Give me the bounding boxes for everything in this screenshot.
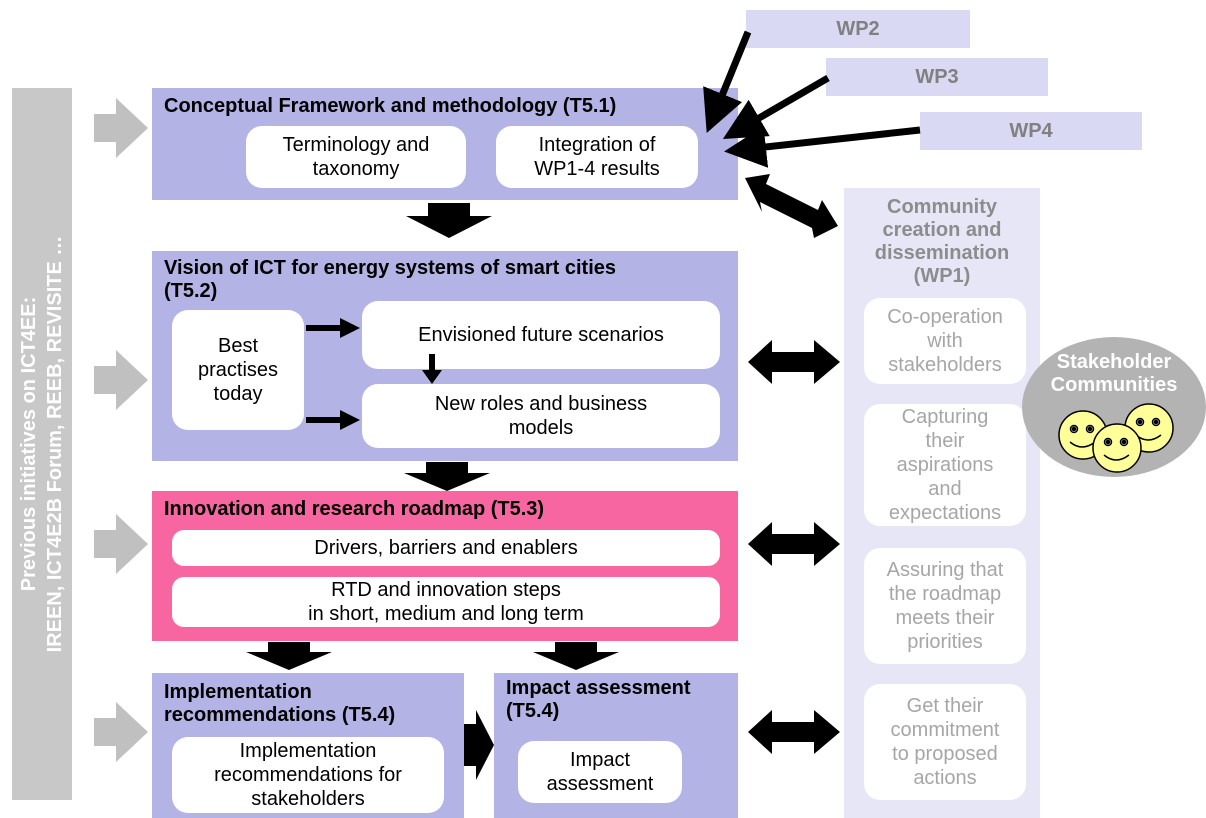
down-arrow: [246, 642, 332, 670]
t54-implementation-panel: Implementation recommendations (T5.4) Im…: [152, 673, 464, 818]
t51-title: Conceptual Framework and methodology (T5…: [164, 95, 617, 117]
scenarios-box: Envisioned future scenarios: [362, 301, 720, 369]
input-arrow-grey: [94, 350, 148, 410]
wp1-panel: Community creation and dissemination (WP…: [844, 188, 1040, 818]
previous-initiatives-bar: Previous initiatives on ICT4EE: IREEN, I…: [12, 88, 72, 800]
wp4-label: WP4: [920, 112, 1142, 150]
right-arrow: [306, 318, 360, 338]
impact-assessment-box: Impact assessment: [518, 741, 682, 803]
t54-impact-title: Impact assessment (T5.4): [506, 677, 691, 722]
down-arrow: [533, 642, 619, 670]
t52-panel: Vision of ICT for energy systems of smar…: [152, 251, 738, 461]
wp2-arrow: [703, 30, 752, 133]
wp1-item-assuring: Assuring that the roadmap meets their pr…: [864, 548, 1026, 664]
t53-panel: Innovation and research roadmap (T5.3) D…: [152, 491, 738, 641]
rtd-box: RTD and innovation steps in short, mediu…: [172, 577, 720, 627]
t54-implementation-title: Implementation recommendations (T5.4): [164, 681, 396, 726]
drivers-box: Drivers, barriers and enablers: [172, 530, 720, 566]
t54-impact-panel: Impact assessment (T5.4) Impact assessme…: [494, 673, 738, 818]
input-arrow-grey: [94, 702, 148, 762]
down-small-arrow: [422, 354, 442, 384]
wp1-title: Community creation and dissemination (WP…: [874, 196, 1010, 287]
down-arrow: [404, 462, 490, 491]
wp3-label: WP3: [826, 58, 1048, 96]
input-arrow-grey: [94, 514, 148, 574]
right-arrow: [306, 410, 360, 430]
smiley-icon: [1092, 423, 1142, 473]
new-roles-box: New roles and business models: [362, 384, 720, 448]
terminology-box: Terminology and taxonomy: [246, 126, 466, 188]
implementation-recommendations-box: Implementation recommendations for stake…: [172, 737, 444, 813]
stakeholder-communities-label: Stakeholder Communities: [1050, 351, 1178, 396]
right-arrow: [464, 710, 494, 780]
t52-title: Vision of ICT for energy systems of smar…: [164, 257, 616, 302]
best-practises-box: Best practises today: [172, 310, 304, 430]
double-arrow: [748, 522, 840, 566]
t53-title: Innovation and research roadmap (T5.3): [164, 498, 545, 520]
integration-box: Integration of WP1-4 results: [496, 126, 698, 188]
t51-panel: Conceptual Framework and methodology (T5…: [152, 88, 738, 200]
double-arrow: [748, 340, 840, 384]
wp3-arrow: [722, 74, 830, 140]
wp4-arrow: [724, 126, 921, 168]
wp2-label: WP2: [746, 10, 970, 48]
input-arrow-grey: [94, 98, 148, 158]
double-arrow: [745, 174, 838, 238]
down-arrow: [406, 203, 492, 238]
wp1-item-cooperation: Co-operation with stakeholders: [864, 298, 1026, 384]
double-arrow: [748, 710, 840, 754]
wp1-item-capturing: Capturing their aspirations and expectat…: [864, 404, 1026, 526]
wp1-item-commitment: Get their commitment to proposed actions: [864, 684, 1026, 800]
